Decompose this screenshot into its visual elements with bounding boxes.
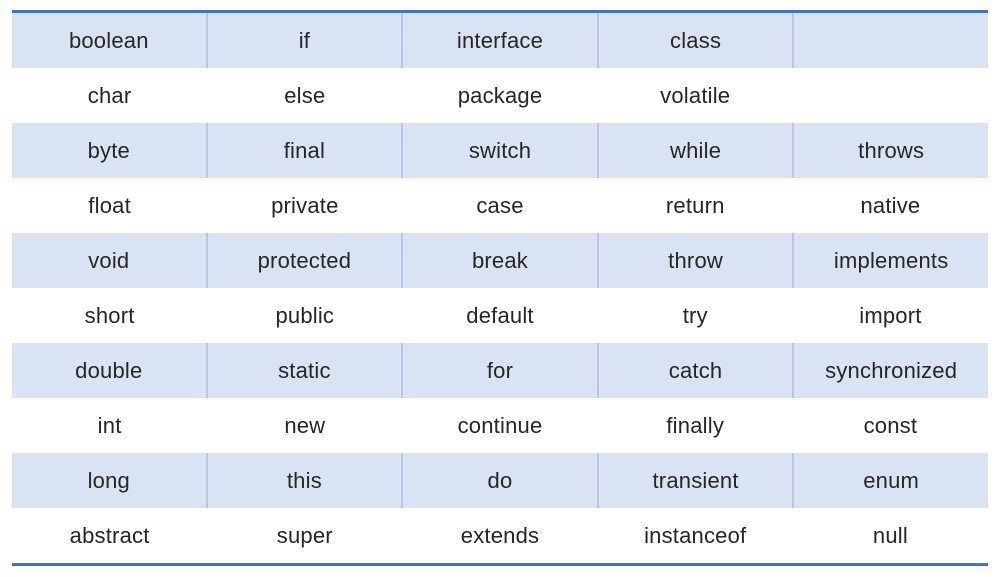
table-cell: short (84, 302, 135, 328)
table-cell: void (88, 247, 130, 273)
table-cell: const (863, 412, 918, 438)
table-cell: interface (401, 13, 597, 68)
table-cell: double (75, 357, 143, 383)
table-cell: final (205, 123, 402, 178)
table-cell: import (859, 302, 922, 328)
table-cell: super (276, 522, 333, 548)
table-cell: class (596, 13, 793, 68)
table-cell: try (682, 302, 708, 328)
table-cell: synchronized (792, 343, 988, 398)
table-cell: volatile (660, 82, 731, 108)
table-cell: return (665, 192, 725, 218)
table-cell: if (205, 13, 402, 68)
table-row: short public default try import (12, 288, 988, 343)
table-cell: boolean (68, 27, 149, 53)
table-cell: while (596, 123, 793, 178)
table-cell: byte (87, 137, 130, 163)
table-cell: implements (792, 233, 988, 288)
table-cell: extends (460, 522, 540, 548)
table-cell: do (401, 453, 597, 508)
table-cell: instanceof (644, 522, 747, 548)
table-cell (793, 68, 988, 123)
table-row: float private case return native (12, 178, 988, 233)
table-cell: float (88, 192, 131, 218)
table-cell: throw (596, 233, 793, 288)
table-cell: transient (596, 453, 793, 508)
table-cell: native (860, 192, 921, 218)
table-cell: catch (596, 343, 793, 398)
table-cell: static (205, 343, 402, 398)
table-row: int new continue finally const (12, 398, 988, 453)
table-cell: this (205, 453, 402, 508)
table-cell: null (872, 522, 908, 548)
table-cell: enum (792, 453, 988, 508)
table-cell: switch (401, 123, 597, 178)
table-cell: throws (792, 123, 988, 178)
table-cell: continue (457, 412, 543, 438)
table-cell: abstract (69, 522, 150, 548)
table-cell: long (87, 467, 130, 493)
table-cell: private (271, 192, 339, 218)
table-cell: public (275, 302, 335, 328)
table-cell: case (476, 192, 524, 218)
table-cell: char (87, 82, 132, 108)
table-cell: break (401, 233, 597, 288)
table-row: char else package volatile (12, 68, 988, 123)
table-row: abstract super extends instanceof null (12, 508, 988, 563)
table-cell: else (284, 82, 326, 108)
table-cell: protected (205, 233, 402, 288)
table-cell: int (97, 412, 122, 438)
table-cell: finally (666, 412, 725, 438)
table-cell: new (284, 412, 326, 438)
table-cell: for (401, 343, 597, 398)
table-cell: package (457, 82, 543, 108)
table-cell (792, 13, 988, 68)
table-cell: default (466, 302, 534, 328)
